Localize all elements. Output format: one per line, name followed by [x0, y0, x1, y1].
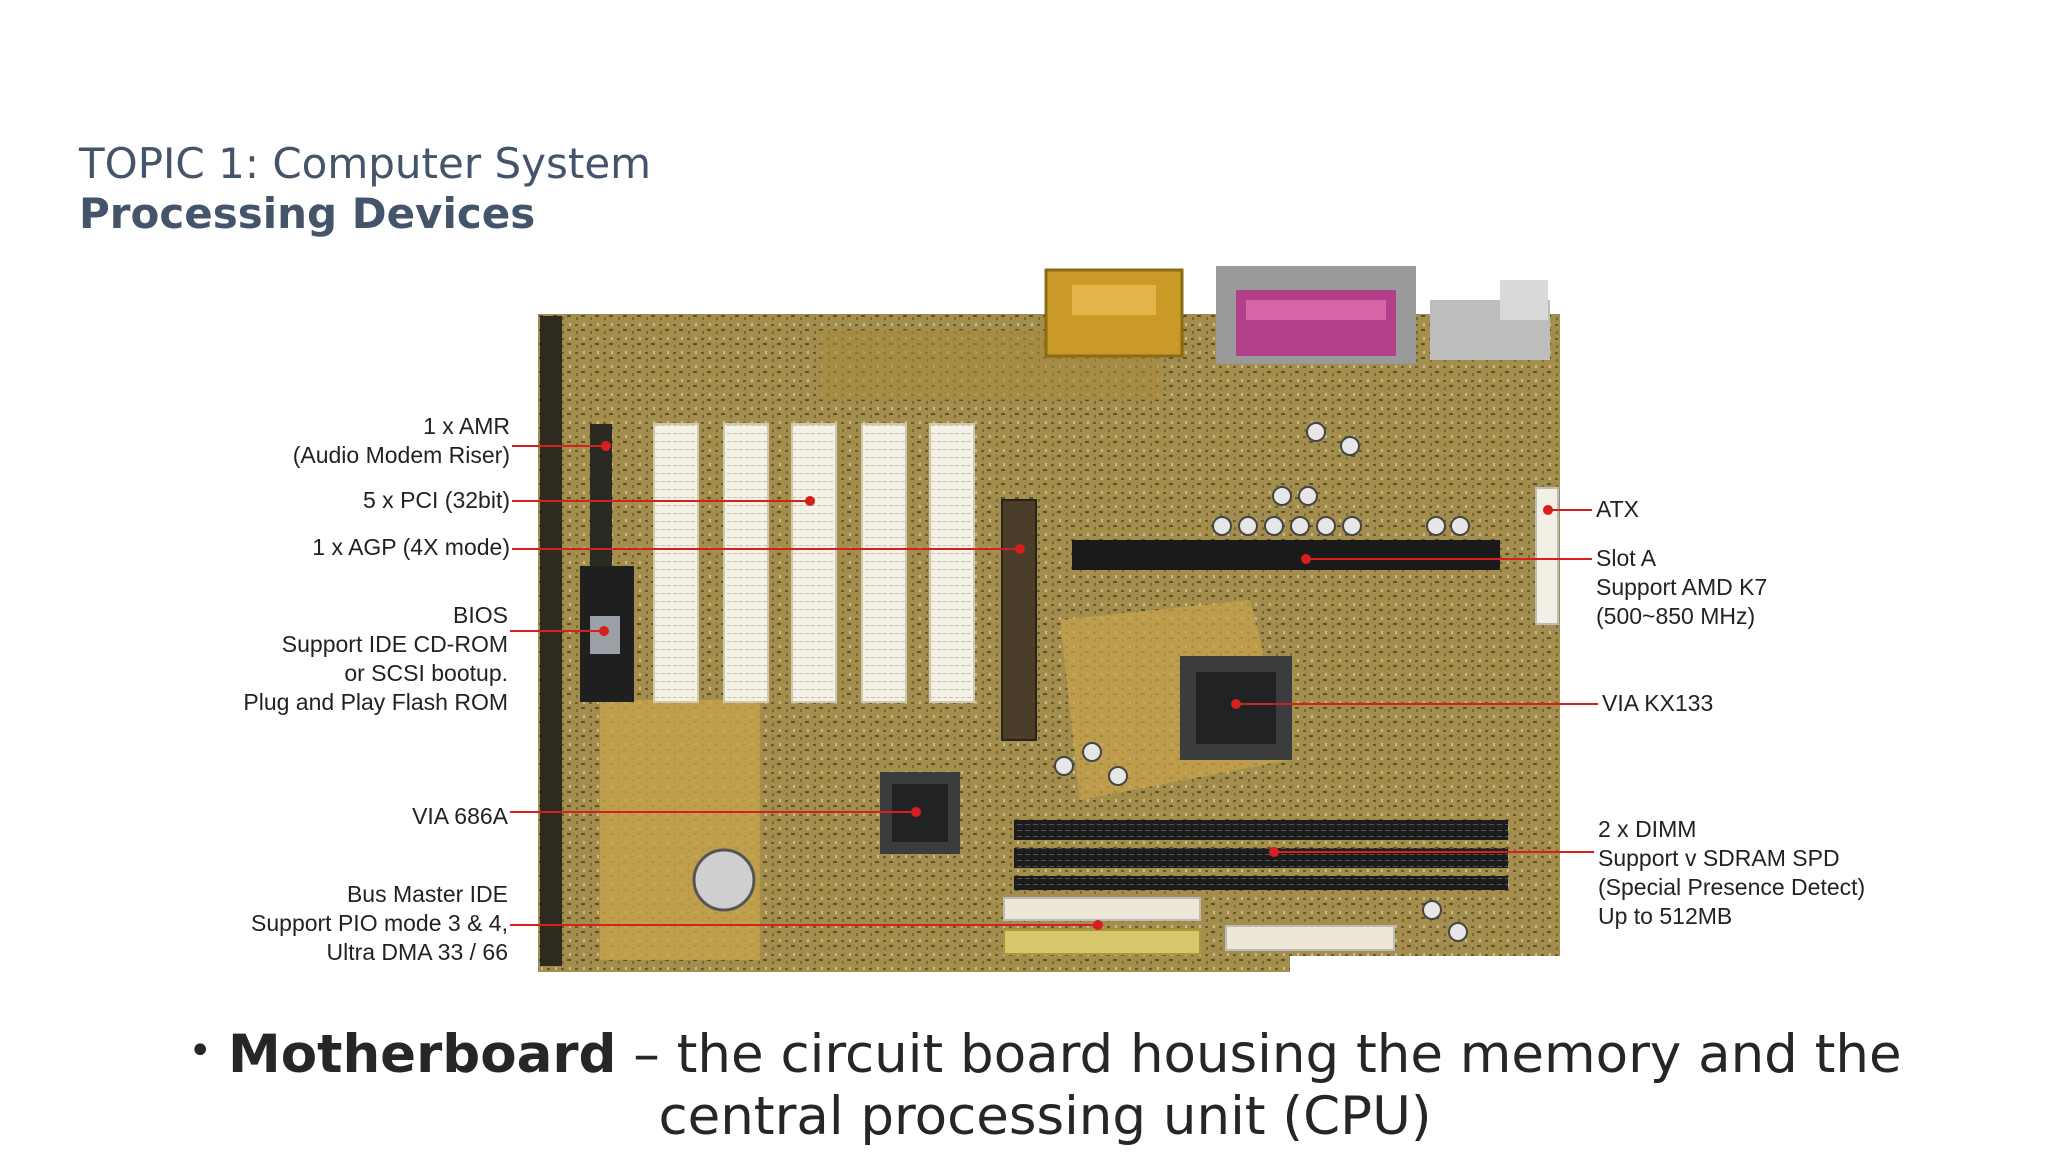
slot-a-cpu-slot: [1072, 540, 1500, 570]
callout-line: Ultra DMA 33 / 66: [326, 939, 508, 965]
callout-line: 1 x AMR: [423, 413, 510, 439]
rear-io-connectors: [1044, 266, 1550, 364]
callout-line: 2 x DIMM: [1598, 816, 1697, 842]
callout-pci: 5 x PCI (32bit): [363, 486, 510, 515]
bullet-point: • Motherboard – the circuit board housing…: [150, 1020, 1940, 1148]
bullet-term: Motherboard: [227, 1024, 617, 1085]
topic-heading: TOPIC 1: Computer System: [79, 139, 652, 188]
callout-via-686a: VIA 686A: [412, 802, 508, 831]
cmos-battery: [692, 848, 756, 912]
callout-line: BIOS: [453, 602, 508, 628]
agp-slot: [1001, 499, 1037, 741]
callout-line: Support PIO mode 3 & 4,: [251, 910, 508, 936]
callout-line: Slot A: [1596, 545, 1657, 571]
callout-line: Bus Master IDE: [346, 881, 508, 907]
bullet-icon: •: [188, 1028, 212, 1074]
callout-line: Plug and Play Flash ROM: [243, 689, 508, 715]
amr-slot: [590, 424, 612, 574]
callout-line: Support v SDRAM SPD: [1598, 845, 1840, 871]
callout-bus-master-ide: Bus Master IDE Support PIO mode 3 & 4, U…: [251, 880, 508, 967]
callout-line: or SCSI bootup.: [344, 660, 508, 686]
callout-via-kx133: VIA KX133: [1602, 689, 1713, 718]
callout-bios: BIOS Support IDE CD-ROM or SCSI bootup. …: [243, 601, 508, 717]
callout-line: (Audio Modem Riser): [292, 442, 510, 468]
callout-amr: 1 x AMR (Audio Modem Riser): [293, 412, 510, 470]
callout-dimm: 2 x DIMM Support v SDRAM SPD (Special Pr…: [1598, 815, 1865, 931]
callout-line: Support IDE CD-ROM: [281, 631, 508, 657]
callout-line: 1 x AGP (4X mode): [312, 534, 510, 560]
callout-line: ATX: [1596, 496, 1640, 522]
callout-atx: ATX: [1596, 495, 1639, 524]
bullet-definition: – the circuit board housing the memory a…: [616, 1024, 1902, 1147]
callout-line: 5 x PCI (32bit): [363, 487, 510, 513]
callout-line: Up to 512MB: [1598, 903, 1733, 929]
callout-line: VIA KX133: [1602, 690, 1714, 716]
callout-slot-a: Slot A Support AMD K7 (500~850 MHz): [1596, 544, 1767, 631]
dimm-slots: [1014, 820, 1508, 890]
atx-power-connector: [1535, 487, 1559, 625]
callout-line: Support AMD K7: [1596, 574, 1768, 600]
callout-line: (Special Presence Detect): [1598, 874, 1866, 900]
ide-connectors: [1003, 897, 1395, 955]
pci-slots: [653, 423, 975, 703]
callout-leader-lines: [510, 441, 1598, 930]
section-heading: Processing Devices: [79, 189, 536, 239]
callout-line: (500~850 MHz): [1596, 603, 1756, 629]
callout-line: VIA 686A: [412, 803, 508, 829]
callout-agp: 1 x AGP (4X mode): [312, 533, 510, 562]
capacitors: [1054, 422, 1470, 942]
slide-title: TOPIC 1: Computer System Processing Devi…: [79, 139, 652, 239]
